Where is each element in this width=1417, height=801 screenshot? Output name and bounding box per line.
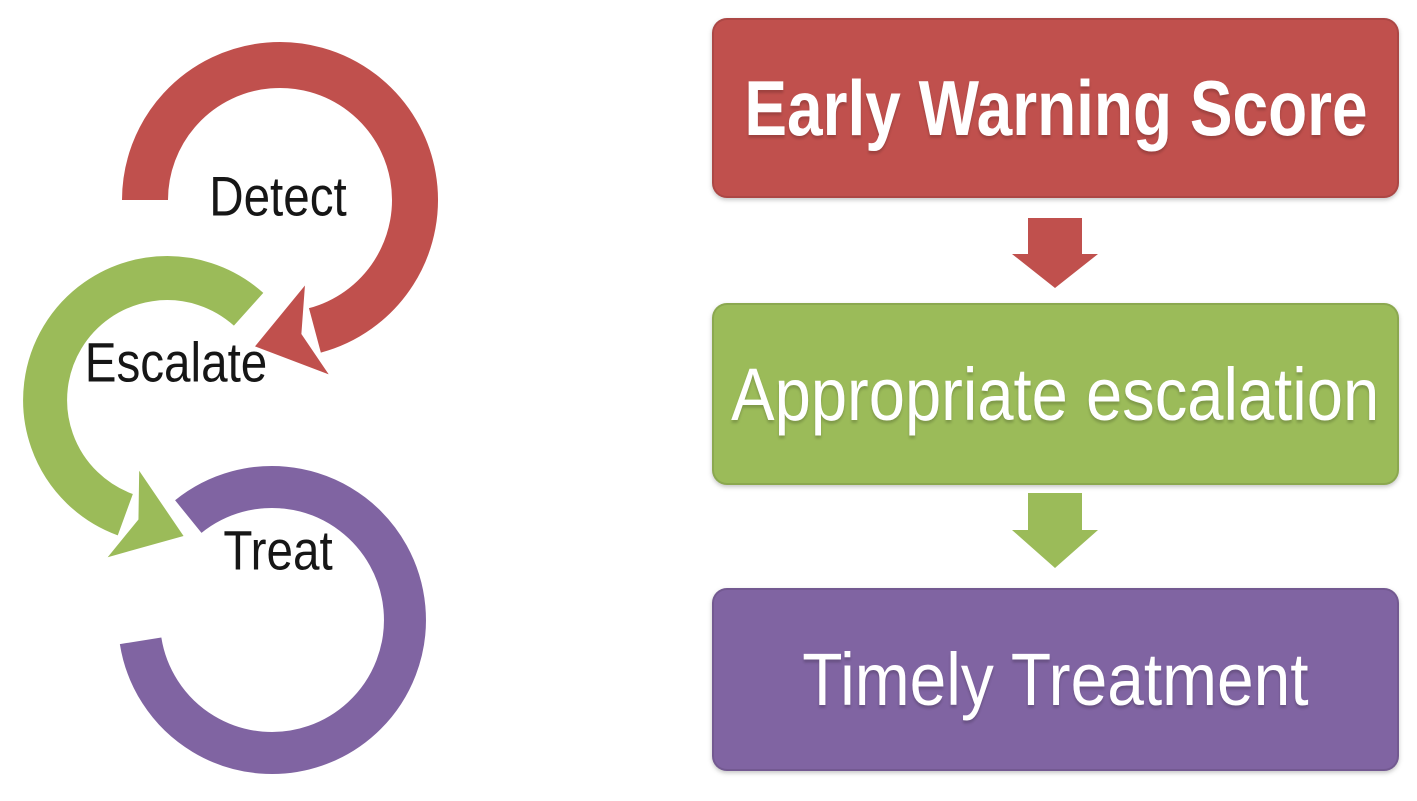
- cycle-label-escalate: Escalate: [84, 330, 268, 394]
- detect-ring-arrow: [122, 42, 438, 375]
- flow-box-label: Appropriate escalation: [731, 352, 1380, 436]
- flow-box-label: Timely Treatment: [802, 638, 1309, 721]
- flow-down-arrow-1: [1012, 218, 1098, 288]
- escalate-ring-arrow: [23, 256, 264, 558]
- flow-box-appropriate-escalation: Appropriate escalation: [712, 303, 1399, 485]
- flow-box-label: Early Warning Score: [743, 63, 1368, 152]
- treat-ring: [119, 466, 426, 774]
- cycle-label-detect: Detect: [209, 164, 347, 228]
- flow-down-arrow-2: [1012, 493, 1098, 568]
- flow-box-early-warning-score: Early Warning Score: [712, 18, 1399, 198]
- flow-box-timely-treatment: Timely Treatment: [712, 588, 1399, 771]
- cycle-label-treat: Treat: [223, 518, 333, 582]
